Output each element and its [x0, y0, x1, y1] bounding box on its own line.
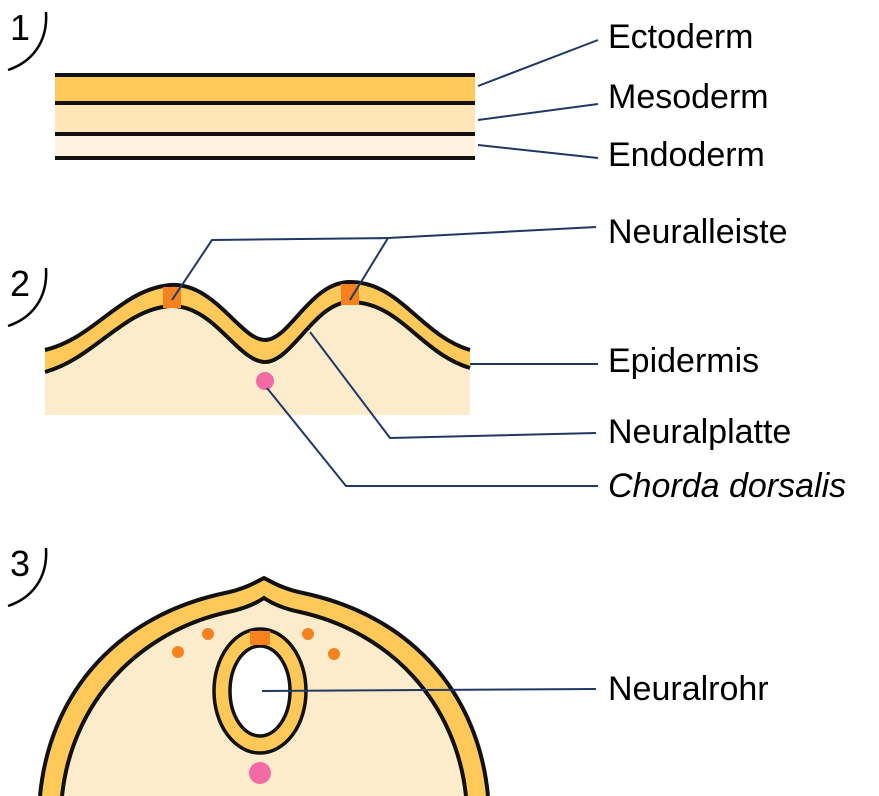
label-endoderm: Endoderm	[608, 136, 765, 174]
neural-crest-cell-1	[172, 646, 184, 658]
neural-crest-cell-4	[328, 648, 340, 660]
label-chorda-dorsalis: Chorda dorsalis	[608, 467, 846, 505]
label-mesoderm: Mesoderm	[608, 78, 769, 116]
chorda-dorsalis-dot-3	[249, 762, 271, 784]
label-epidermis: Epidermis	[608, 342, 759, 380]
neural-crest-right	[341, 284, 359, 305]
step-number-2: 2	[10, 263, 30, 304]
panel-1: 1 Ectoderm Mesoderm Endoderm	[8, 7, 769, 174]
endoderm-layer	[55, 134, 475, 158]
label-neuralleiste: Neuralleiste	[608, 213, 788, 251]
panel-3: 3 Neuralrohr	[8, 543, 769, 796]
endoderm-leader-line	[478, 145, 598, 158]
panel-2: 2 Neuralleiste Epidermis Neuralplatte Ch…	[8, 213, 846, 505]
step-number-3: 3	[10, 543, 30, 584]
label-ectoderm: Ectoderm	[608, 18, 754, 56]
neuralleiste-leader-connector	[388, 227, 596, 238]
chorda-dorsalis-dot	[256, 372, 274, 390]
label-neuralplatte: Neuralplatte	[608, 413, 791, 451]
step-number-1: 1	[10, 7, 30, 48]
neuralleiste-leader-line	[172, 238, 388, 300]
neural-crest-cell-3	[302, 628, 314, 640]
neural-tube-crest-cap	[250, 631, 270, 645]
neural-crest-cell-2	[202, 628, 214, 640]
ectoderm-leader-line	[478, 40, 598, 86]
mesoderm-layer	[55, 103, 475, 134]
label-neuralrohr: Neuralrohr	[608, 670, 769, 708]
mesoderm-leader-line	[478, 104, 598, 120]
ectoderm-layer	[55, 75, 475, 103]
